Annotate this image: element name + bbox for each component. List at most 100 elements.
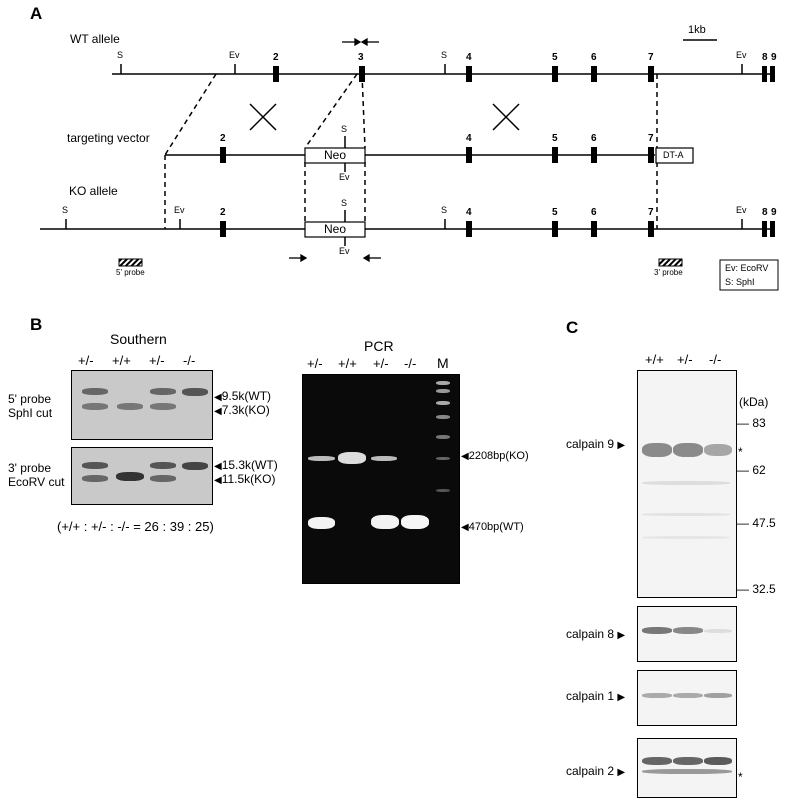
exon-label-3: 3 xyxy=(358,52,364,63)
marker-32-5: — 32.5 xyxy=(737,582,776,596)
marker-83: — 83 xyxy=(737,416,766,430)
pcr-lane-marker: M xyxy=(437,355,449,371)
exon-label-5: 5 xyxy=(552,52,558,63)
southern-lane-4: -/- xyxy=(183,353,196,368)
panel-a-label: A xyxy=(30,4,43,23)
tv-exon-label-5: 5 xyxy=(552,133,558,144)
western-lane-1: +/+ xyxy=(645,352,664,367)
tv-exon-label-2: 2 xyxy=(220,133,226,144)
tv-exon-label-6: 6 xyxy=(591,133,597,144)
probe3-mark xyxy=(658,258,683,267)
site-s-wt-1: S xyxy=(117,50,124,60)
southern-blot-5prime xyxy=(71,370,213,440)
probe5-cut-label-1: 5' probe xyxy=(8,392,51,406)
exon-label-8: 8 xyxy=(762,52,768,63)
probe5-label: 5' probe xyxy=(116,268,145,277)
southern-lane-2: +/+ xyxy=(112,353,131,368)
pcr-band-label-2: ◀470bp(WT) xyxy=(461,521,524,533)
southern-band-label-2: ◀7.3k(KO) xyxy=(214,403,270,417)
site-ev-wt-1: Ev xyxy=(229,50,240,60)
band-7-3k: 7.3k(KO) xyxy=(221,403,270,417)
label-calpain8: calpain 8 ▶ xyxy=(566,627,626,641)
ko-exon-label-8: 8 xyxy=(762,207,768,218)
tv-site-s: S xyxy=(341,124,348,134)
band-9-5k: 9.5k(WT) xyxy=(221,389,272,403)
label-calpain9-text: calpain 9 xyxy=(566,437,615,451)
probe5-mark xyxy=(118,258,143,267)
ko-exon-label-9: 9 xyxy=(771,207,777,218)
southern-lane-3: +/- xyxy=(149,353,165,368)
label-calpain1-text: calpain 1 xyxy=(566,689,615,703)
pcr-lane-1: +/- xyxy=(307,356,323,371)
label-calpain8-text: calpain 8 xyxy=(566,627,615,641)
label-calpain9: calpain 9 ▶ xyxy=(566,437,626,451)
western-lane-3: -/- xyxy=(709,352,722,367)
tv-exon-label-7: 7 xyxy=(648,133,654,144)
exon-label-7: 7 xyxy=(648,52,654,63)
ko-neo-label: Neo xyxy=(324,222,347,236)
band-2208bp: 2208bp(KO) xyxy=(468,450,529,462)
band-11-5k: 11.5k(KO) xyxy=(221,472,276,486)
western-blot-calpain1 xyxy=(637,670,737,726)
pcr-title: PCR xyxy=(364,338,394,354)
dta-label: DT-A xyxy=(663,150,684,160)
probe3-label: 3' probe xyxy=(654,268,683,277)
pcr-band-label-1: ◀2208bp(KO) xyxy=(461,450,529,462)
tv-neo-label: Neo xyxy=(324,148,347,162)
wt-allele-label: WT allele xyxy=(70,32,120,46)
exon-label-4: 4 xyxy=(466,52,472,63)
scale-bar-label: 1kb xyxy=(688,24,706,36)
ko-site-ev-1: Ev xyxy=(174,205,185,215)
band-15-3k: 15.3k(WT) xyxy=(221,458,278,472)
pcr-lane-4: -/- xyxy=(404,356,417,371)
pcr-lane-3: +/- xyxy=(373,356,389,371)
legend-ecorv: Ev: EcoRV xyxy=(725,263,769,273)
site-s-wt-2: S xyxy=(441,50,448,60)
label-calpain2-text: calpain 2 xyxy=(566,764,615,778)
southern-blot-3prime xyxy=(71,447,213,505)
ko-neo-site-ev: Ev xyxy=(339,246,350,256)
marker-47-5-value: 47.5 xyxy=(752,516,776,530)
western-blot-calpain2 xyxy=(637,738,737,798)
southern-band-label-4: ◀11.5k(KO) xyxy=(214,472,276,486)
pcr-gel xyxy=(302,374,460,584)
asterisk-calpain2: * xyxy=(738,770,743,784)
southern-band-label-1: ◀9.5k(WT) xyxy=(214,389,272,403)
marker-62-value: 62 xyxy=(752,463,766,477)
tv-site-ev: Ev xyxy=(339,172,350,182)
western-blot-calpain8 xyxy=(637,606,737,662)
probe3-cut-label-2: EcoRV cut xyxy=(8,475,65,489)
marker-62: — 62 xyxy=(737,463,766,477)
ko-neo-site-s: S xyxy=(341,198,348,208)
ko-site-s-2: S xyxy=(441,205,448,215)
ko-exon-label-7: 7 xyxy=(648,207,654,218)
tv-exon-label-4: 4 xyxy=(466,133,472,144)
ko-site-s-1: S xyxy=(62,205,69,215)
kda-label: (kDa) xyxy=(739,395,769,409)
pcr-lane-2: +/+ xyxy=(338,356,357,371)
probe5-cut-label-2: SphI cut xyxy=(8,406,53,420)
gene-targeting-diagram xyxy=(40,37,779,291)
band-470bp: 470bp(WT) xyxy=(468,521,524,533)
ko-site-ev-2: Ev xyxy=(736,205,747,215)
targeting-vector-label: targeting vector xyxy=(67,131,150,145)
probe3-cut-label-1: 3' probe xyxy=(8,461,51,475)
genotype-ratio: (+/+ : +/- : -/- = 26 : 39 : 25) xyxy=(57,519,214,534)
label-calpain1: calpain 1 ▶ xyxy=(566,689,626,703)
southern-lane-1: +/- xyxy=(78,353,94,368)
ko-exon-label-2: 2 xyxy=(220,207,226,218)
western-lane-2: +/- xyxy=(677,352,693,367)
exon-label-2: 2 xyxy=(273,52,279,63)
exon-label-6: 6 xyxy=(591,52,597,63)
exon-label-9: 9 xyxy=(771,52,777,63)
marker-83-value: 83 xyxy=(752,416,766,430)
southern-band-label-3: ◀15.3k(WT) xyxy=(214,458,278,472)
marker-32-5-value: 32.5 xyxy=(752,582,776,596)
panel-c-label: C xyxy=(566,318,579,337)
ko-exon-label-6: 6 xyxy=(591,207,597,218)
ko-exon-label-5: 5 xyxy=(552,207,558,218)
western-blot-calpain9 xyxy=(637,370,737,598)
ko-allele-label: KO allele xyxy=(69,184,118,198)
site-ev-wt-2: Ev xyxy=(736,50,747,60)
southern-title: Southern xyxy=(110,331,167,347)
